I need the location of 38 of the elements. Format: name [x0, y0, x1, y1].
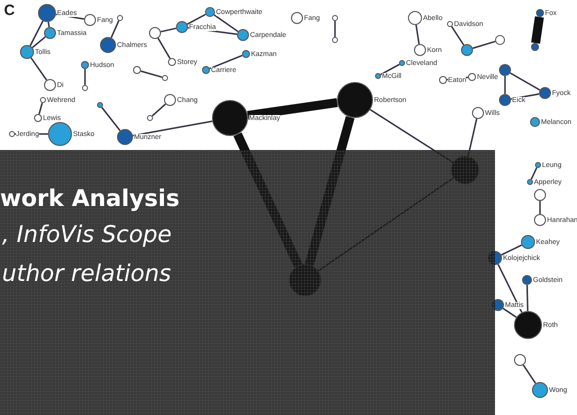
network-link — [497, 264, 522, 313]
network-link — [526, 284, 528, 312]
network-link — [214, 14, 238, 32]
network-link — [132, 120, 212, 136]
network-link — [380, 64, 400, 76]
network-link — [510, 93, 540, 100]
network-link — [84, 69, 86, 85]
network-link — [510, 72, 540, 91]
network-link — [110, 20, 120, 38]
network-link — [48, 22, 50, 28]
network-link — [30, 57, 48, 80]
network-link — [157, 38, 171, 59]
network-link — [451, 26, 464, 46]
network-link — [30, 20, 44, 46]
network-link — [56, 14, 84, 20]
network-link — [531, 16, 544, 44]
network-link — [472, 40, 496, 49]
network-link — [209, 54, 243, 70]
network-link — [186, 14, 206, 25]
network-link — [504, 76, 506, 94]
network-link — [500, 244, 522, 256]
heading-text: , InfoVis Scope — [2, 222, 172, 248]
network-link — [334, 21, 336, 37]
network-link — [247, 98, 338, 120]
network-link — [502, 308, 517, 318]
network-link — [539, 201, 541, 214]
network-link — [522, 364, 536, 384]
network-link — [530, 167, 538, 180]
heading-text: work Analysis — [0, 186, 180, 212]
network-link — [32, 36, 46, 48]
panel-letter: C — [4, 2, 15, 19]
network-link — [38, 102, 43, 114]
network-link — [415, 24, 420, 44]
heading-text: uthor relations — [2, 261, 172, 287]
network-link — [160, 28, 176, 32]
network-link — [152, 103, 166, 117]
network-link — [101, 106, 121, 132]
network-link — [140, 70, 162, 78]
